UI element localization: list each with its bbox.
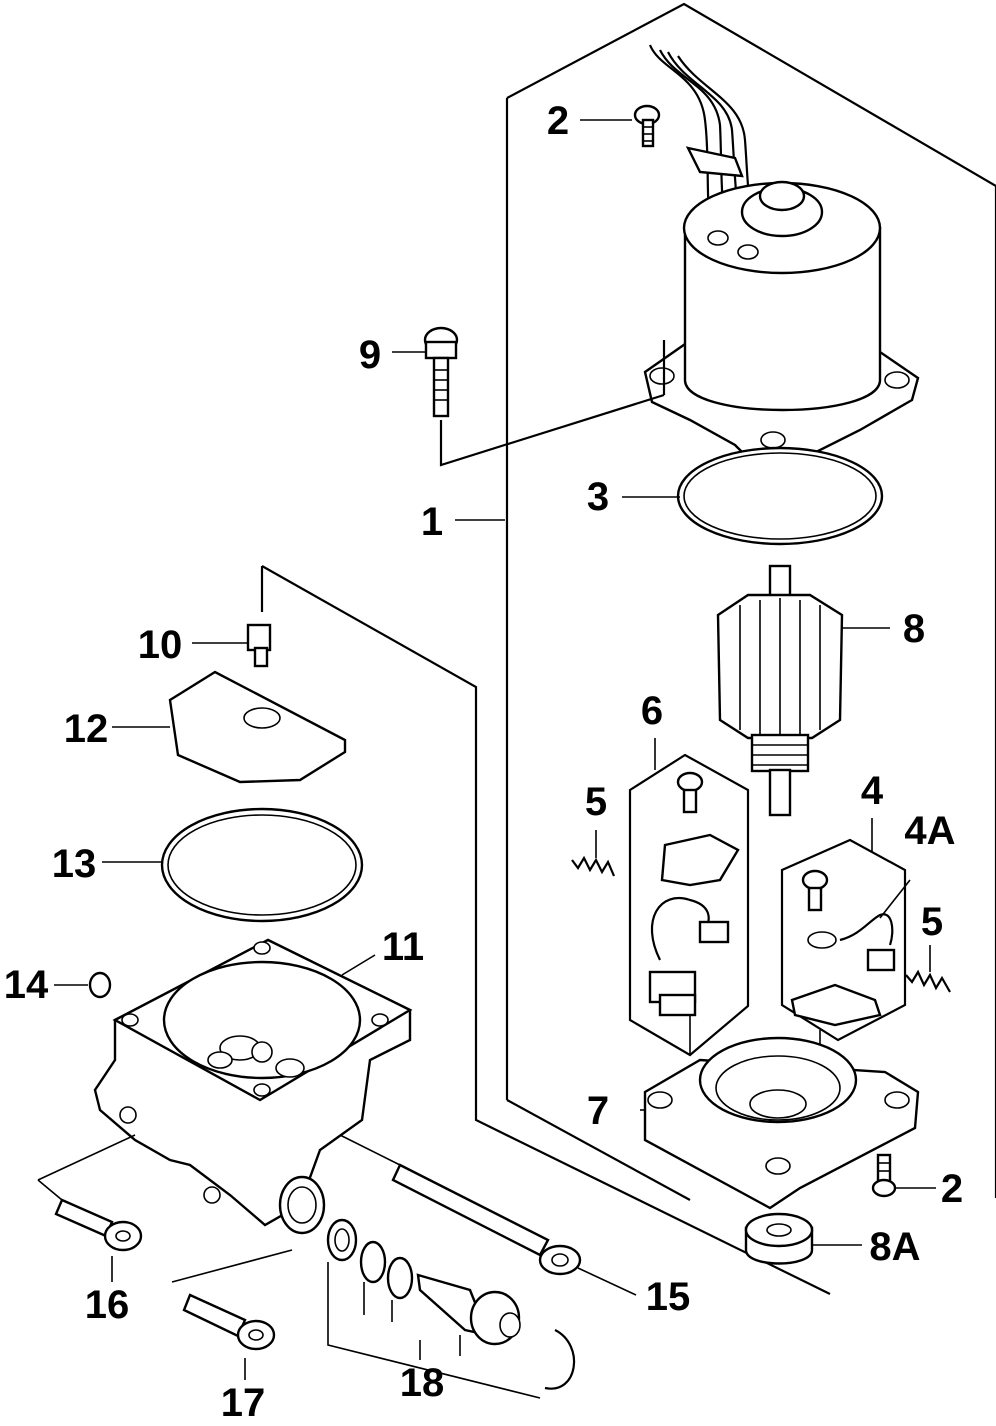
cover-plate-12 [112,670,347,784]
callout-5-right: 5 [921,900,943,944]
motor-housing [643,180,920,472]
bolt-16 [37,1134,143,1282]
valve-assembly-18 [326,1218,576,1399]
o-ring-14 [54,971,112,999]
callout-12: 12 [64,707,109,751]
callout-16: 16 [85,1283,130,1327]
screw-9 [392,326,666,467]
cushion-8a [744,1212,862,1265]
callout-4: 4 [861,769,884,813]
o-ring-3 [622,446,884,546]
callout-7: 7 [587,1089,609,1133]
assembly-1-outline [455,2,996,1201]
callout-15: 15 [646,1275,691,1319]
bolt-17 [171,1249,293,1380]
callout-18: 18 [400,1361,445,1405]
callout-3: 3 [587,475,609,519]
callout-labels: 1 2 2 3 4 4A 5 5 6 7 8 8A 9 10 11 12 13 … [4,99,963,1425]
callout-11: 11 [382,925,424,969]
armature-8 [716,564,890,817]
callout-4a: 4A [904,809,955,853]
pump-assembly-outline [260,565,831,1295]
bolt-15 [339,1134,637,1296]
callout-2-bottom: 2 [941,1167,963,1211]
callout-1: 1 [421,500,443,544]
callout-8: 8 [903,607,925,651]
callout-5-left: 5 [585,780,607,824]
brush-holder-6 [628,738,750,1057]
valve-10 [192,623,272,668]
spring-5-right [905,945,951,993]
callout-13: 13 [52,842,97,886]
callout-10: 10 [138,623,183,667]
callout-14: 14 [4,963,49,1007]
end-cap-7 [640,1036,920,1210]
brush-plate-4 [780,818,911,1085]
callout-8a: 8A [869,1225,920,1269]
callout-9: 9 [359,333,381,377]
callout-6: 6 [641,689,663,733]
screw-2-top [580,104,661,148]
callout-17: 17 [221,1381,266,1425]
o-ring-13 [102,807,364,923]
callout-2-top: 2 [547,99,569,143]
screw-2-bottom [871,1153,936,1198]
pump-body-11 [93,938,413,1235]
spring-5-left [571,830,616,877]
